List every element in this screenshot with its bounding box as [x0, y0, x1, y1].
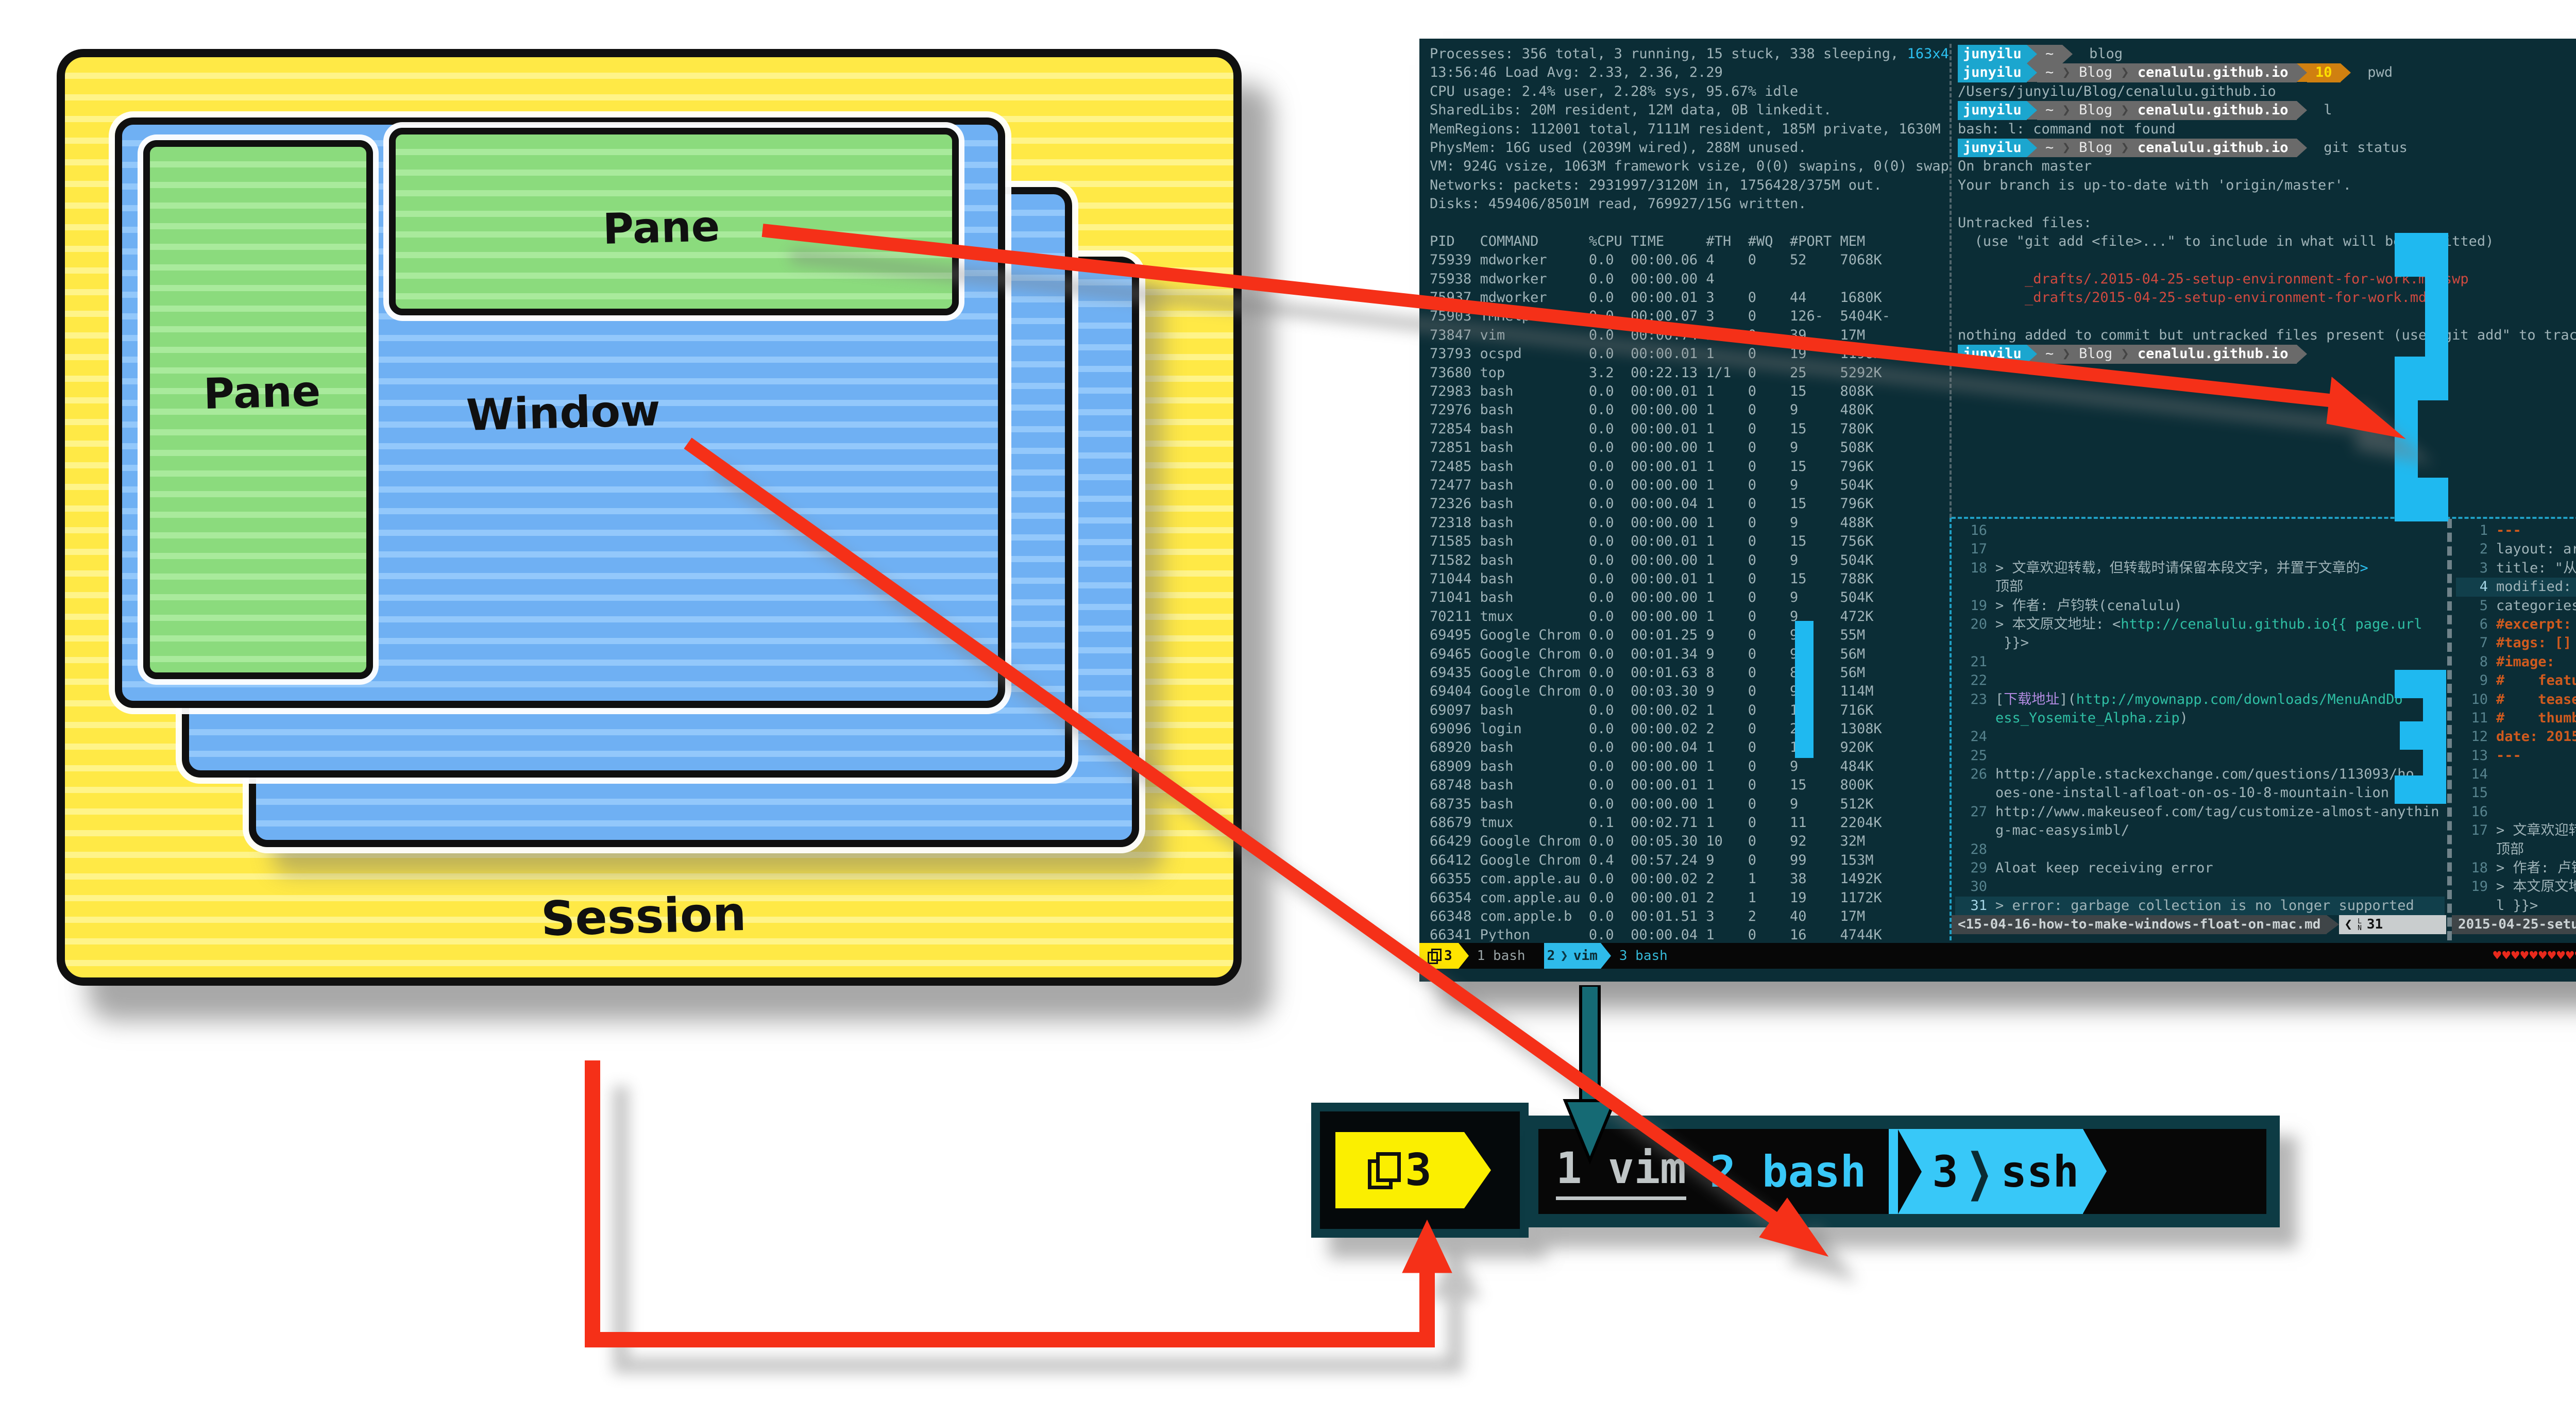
window-tab-1[interactable]: 1 bash [1477, 948, 1526, 964]
vim-airline-left: <15-04-16-how-to-make-windows-float-on-m… [1952, 915, 2446, 934]
chevron-right-icon [1458, 943, 1469, 969]
chevron-right-icon [1464, 1132, 1491, 1208]
vim-filename-left: <15-04-16-how-to-make-windows-float-on-m… [1952, 915, 2327, 934]
zoom-window-tab-3-active[interactable]: 3 ❯ ssh [1889, 1129, 2107, 1214]
pane-label-left: Pane [202, 367, 321, 419]
pane-border-vertical-main-active [1950, 518, 1952, 940]
chevron-left-icon: ❮ [2344, 917, 2353, 932]
status-right: ♥♥♥♥♥♥♥♥♥♥ ❮ 13:56 ❮ 25 Apr junyilu juny… [2493, 943, 2576, 969]
chevron-right-icon: ❯ [1560, 948, 1568, 964]
vim-filename-right: 2015-04-25-setup-environment-for-work.md [2452, 915, 2576, 934]
window-label: Window [465, 385, 661, 441]
zoom-window-tab-2[interactable]: 2 bash [1709, 1146, 1867, 1197]
pane-border-vertical-vim-split [2447, 519, 2452, 940]
session-indicator[interactable]: 3 [1419, 943, 1459, 969]
pane-top-process-list[interactable]: Processes: 356 total, 3 running, 15 stuc… [1430, 46, 1949, 941]
pane-label-top: Pane [602, 202, 721, 254]
pane-border-horizontal [1952, 517, 2576, 519]
battery-hearts-indicator: ♥♥♥♥♥♥♥♥♥♥ [2493, 948, 2576, 964]
tmux-status-bar: 3 1 bash 2 ❯ vim 3 bash ♥♥♥♥♥♥♥♥♥♥ ❮ 13:… [1419, 943, 2576, 969]
airline-separator-icon [2327, 915, 2340, 934]
session-label: Session [540, 886, 747, 947]
zoom-window-tab-1[interactable]: 1 vim [1556, 1143, 1686, 1200]
window-icon [1368, 1152, 1401, 1189]
pane-number-overlay-3 [2395, 670, 2446, 804]
window-tab-3[interactable]: 3 bash [1619, 948, 1668, 964]
line-number-icon: L N [2358, 917, 2362, 932]
arrow-session-to-indicator [585, 1060, 1435, 1347]
pane-box-vertical [143, 140, 373, 679]
vim-current-line-left: 31 [2366, 917, 2383, 932]
zoom-bar-session-box: 3 [1311, 1103, 1529, 1238]
pane-border-vertical-main [1950, 44, 1952, 518]
pane-number-overlay-1 [1795, 621, 1814, 758]
zoom-bar-windows-box: 1 vim 2 bash 3 ❯ ssh [1525, 1116, 2280, 1227]
zoom-session-indicator[interactable]: 3 [1335, 1132, 1464, 1208]
window-icon [1428, 949, 1442, 964]
window-tab-2-active[interactable]: 2 ❯ vim [1544, 943, 1601, 969]
chevron-right-icon: ❯ [1966, 1131, 1993, 1212]
vim-airline-right: 2015-04-25-setup-environment-for-work.md… [2452, 915, 2576, 934]
pane-number-overlay-2 [2395, 233, 2448, 521]
tmux-terminal-window: Processes: 356 total, 3 running, 15 stuc… [1419, 39, 2576, 982]
